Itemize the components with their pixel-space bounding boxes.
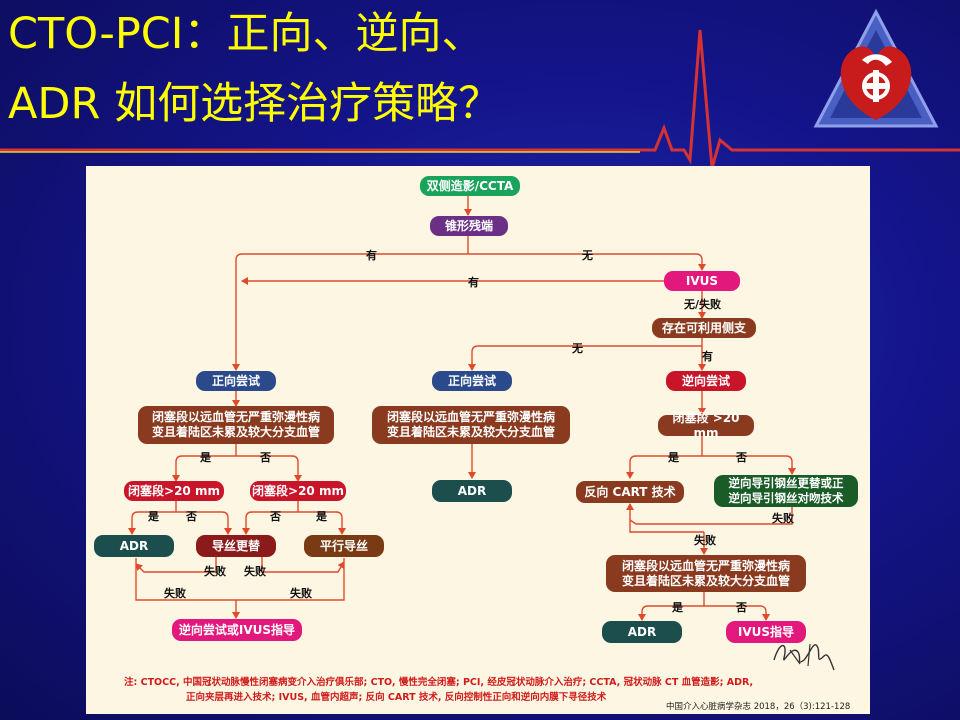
node-adr-right: ADR <box>602 621 682 643</box>
node-reverse-cart: 反向 CART 技术 <box>576 481 684 503</box>
label-fail-b: 失败 <box>244 565 266 578</box>
label-no-mid: 无 <box>572 342 583 355</box>
node-length-left-a: 闭塞段>20 mm <box>124 481 224 501</box>
node-angiography: 双侧造影/CCTA <box>420 176 520 196</box>
label-la-no: 否 <box>186 510 197 523</box>
node-condition-right: 闭塞段以远血管无严重弥漫性病 变且着陆区未累及较大分支血管 <box>606 555 806 592</box>
label-fail-a: 失败 <box>204 565 226 578</box>
label-yes-back: 有 <box>468 276 479 289</box>
node-adr-left: ADR <box>94 535 174 557</box>
node-condition-left: 闭塞段以远血管无严重弥漫性病 变且着陆区未累及较大分支血管 <box>138 406 334 444</box>
label-right-no: 否 <box>736 451 747 464</box>
ecg-line-icon <box>0 29 960 169</box>
label-yes-top: 有 <box>366 249 377 262</box>
node-ivus-guide: IVUS指导 <box>726 621 806 643</box>
node-tapered-stump: 锥形残端 <box>430 216 508 236</box>
footnote-line2: 正向夹层再进入技术; IVUS, 血管内超声; 反向 CART 技术, 反向控制… <box>186 692 607 703</box>
label-fail-right2: 失败 <box>694 534 716 547</box>
label-fail-d: 失败 <box>290 587 312 600</box>
citation: 中国介入心脏病学杂志 2018，26（3):121-128 <box>666 702 851 712</box>
label-ivus-fail: 无/失败 <box>684 298 722 311</box>
node-length-right: 闭塞段 >20 mm <box>658 411 754 440</box>
node-parallel-wire: 平行导丝 <box>304 535 384 557</box>
node-retrograde: 逆向尝试 <box>666 371 746 391</box>
label-rc-no: 否 <box>736 601 747 614</box>
node-side-branch: 存在可利用侧支 <box>652 318 756 338</box>
label-fail-right1: 失败 <box>772 512 794 525</box>
label-no-top: 无 <box>582 249 593 262</box>
node-wire-change: 导丝更替 <box>196 535 276 557</box>
page-title-line1: CTO-PCI：正向、逆向、 <box>8 9 485 59</box>
footnote-line1: 注: CTOCC, 中国冠状动脉慢性闭塞病变介入治疗俱乐部; CTO, 慢性完全… <box>124 677 754 688</box>
node-adr-mid: ADR <box>432 480 512 502</box>
node-antegrade-mid: 正向尝试 <box>432 371 512 391</box>
node-retro-wire: 逆向导引钢丝更替或正 逆向导引钢丝对吻技术 <box>714 475 858 507</box>
label-right-yes: 是 <box>668 451 679 464</box>
label-fail-c: 失败 <box>164 587 186 600</box>
label-rc-yes: 是 <box>672 601 683 614</box>
label-left-no: 否 <box>260 451 271 464</box>
label-lb-no: 否 <box>270 510 281 523</box>
hospital-logo-icon <box>813 8 939 128</box>
label-la-yes: 是 <box>148 510 159 523</box>
node-length-left-b: 闭塞段>20 mm <box>250 481 346 501</box>
page-title-line2: ADR 如何选择治疗策略？ <box>8 79 502 129</box>
signature-icon <box>773 643 835 671</box>
node-retro-or-ivus: 逆向尝试或IVUS指导 <box>172 619 302 641</box>
label-yes-mid: 有 <box>702 350 713 363</box>
label-left-yes: 是 <box>200 451 211 464</box>
node-condition-mid: 闭塞段以远血管无严重弥漫性病 变且着陆区未累及较大分支血管 <box>372 406 570 444</box>
node-antegrade-left: 正向尝试 <box>196 371 276 391</box>
label-lb-yes: 是 <box>316 510 327 523</box>
node-ivus: IVUS <box>664 271 740 291</box>
